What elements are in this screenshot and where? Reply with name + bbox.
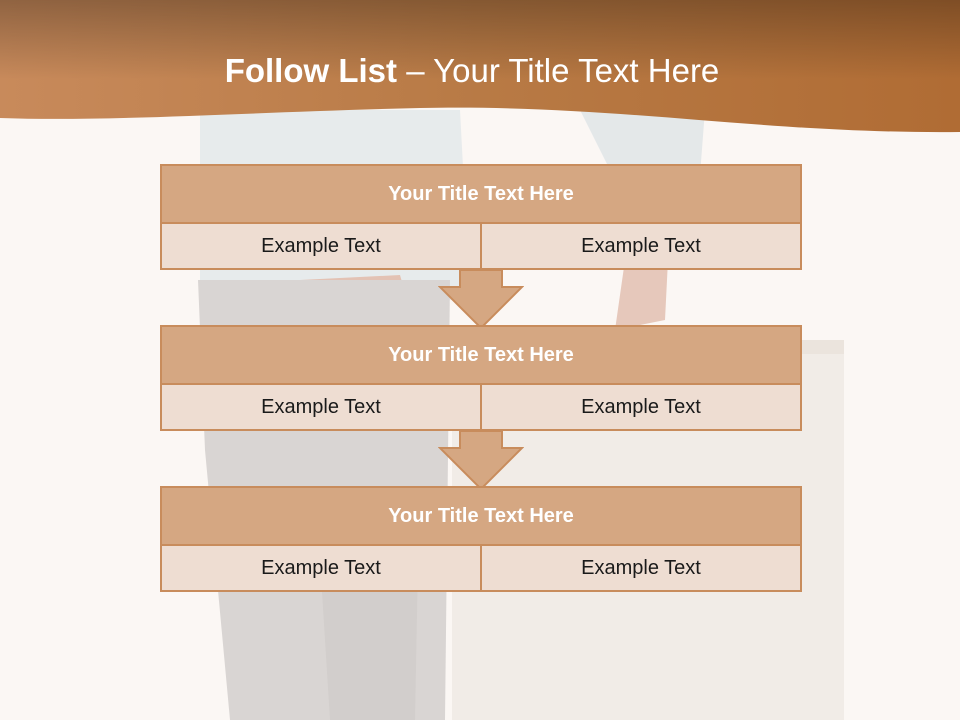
slide-title: Follow List – Your Title Text Here (0, 52, 944, 90)
step-left-text: Example Text (162, 385, 482, 429)
step-right-text: Example Text (482, 546, 800, 590)
step-title: Your Title Text Here (162, 166, 800, 224)
step-box: Your Title Text Here Example Text Exampl… (160, 486, 802, 592)
step-right-text: Example Text (482, 385, 800, 429)
step-left-text: Example Text (162, 546, 482, 590)
step-box: Your Title Text Here Example Text Exampl… (160, 164, 802, 270)
header-band (0, 0, 960, 133)
step-title: Your Title Text Here (162, 488, 800, 546)
step-title: Your Title Text Here (162, 327, 800, 385)
step-left-text: Example Text (162, 224, 482, 268)
arrow-down-icon (438, 431, 524, 491)
arrow-down-icon (438, 270, 524, 330)
step-right-text: Example Text (482, 224, 800, 268)
title-bold: Follow List (224, 52, 398, 89)
step-box: Your Title Text Here Example Text Exampl… (160, 325, 802, 431)
title-rest: – Your Title Text Here (397, 52, 720, 89)
